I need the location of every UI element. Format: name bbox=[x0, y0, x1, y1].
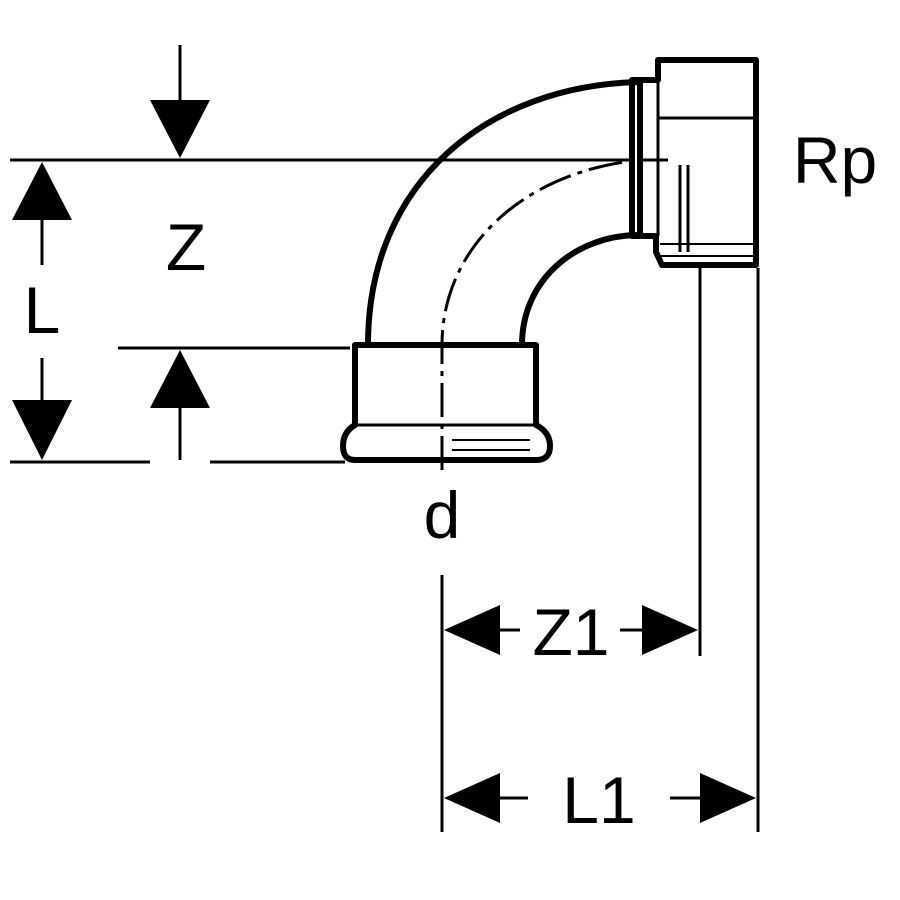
label-z: Z bbox=[166, 210, 206, 284]
elbow-fitting bbox=[340, 57, 759, 470]
dimension-lines bbox=[10, 45, 760, 832]
label-z1: Z1 bbox=[532, 595, 609, 669]
label-l1: L1 bbox=[562, 763, 635, 837]
elbow-body bbox=[365, 79, 643, 348]
label-rp: Rp bbox=[793, 123, 877, 197]
threaded-end bbox=[629, 57, 759, 268]
z1-arrowhead-right bbox=[642, 605, 698, 655]
l1-arrowhead-left bbox=[444, 773, 500, 823]
label-l: L bbox=[24, 273, 61, 347]
z1-arrowhead-left bbox=[444, 605, 500, 655]
z-arrowhead-bottom bbox=[150, 350, 210, 408]
l-arrowhead-bottom bbox=[12, 400, 72, 460]
z-arrowhead-top bbox=[150, 100, 210, 158]
label-d: d bbox=[424, 478, 461, 552]
press-socket bbox=[340, 342, 553, 463]
l-arrowhead-top bbox=[12, 162, 72, 220]
center-line bbox=[440, 158, 668, 470]
dimension-labels: Z L d Rp Z1 L1 bbox=[24, 123, 878, 837]
l1-arrowhead-right bbox=[700, 773, 756, 823]
